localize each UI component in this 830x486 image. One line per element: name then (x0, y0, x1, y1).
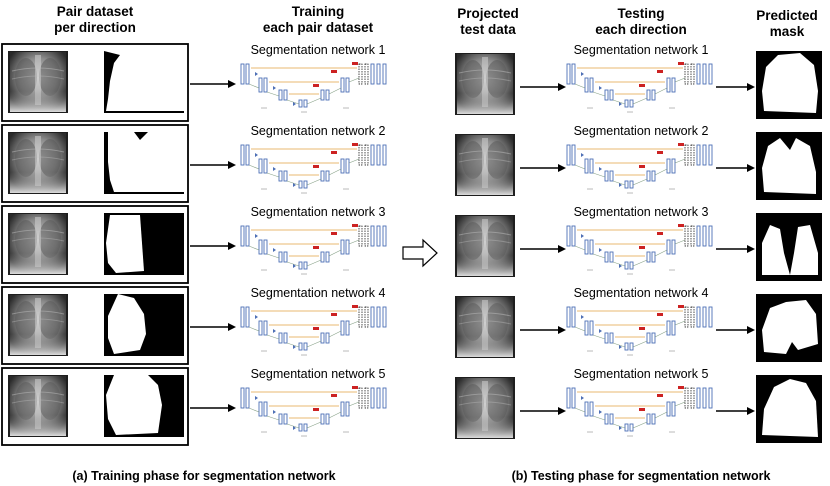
header-testing-line1: Testing (618, 6, 665, 21)
header-training-line2: each pair dataset (263, 20, 374, 35)
testing-network-label: Segmentation network 1 (574, 43, 709, 57)
training-mask-image (104, 375, 184, 437)
pipeline-row: Segmentation network 3 Segmentation netwo… (1, 205, 822, 284)
caption-training-phase: (a) Training phase for segmentation netw… (72, 469, 335, 483)
arrow-head-icon (747, 83, 755, 91)
unet-architecture-icon (566, 385, 713, 437)
unet-architecture-icon (240, 142, 387, 194)
pipeline-rows: Segmentation network 1 Segmentation netwo… (1, 43, 822, 446)
training-mask-image (104, 132, 184, 194)
unet-architecture-icon (566, 142, 713, 194)
arrow-head-icon (558, 245, 566, 253)
predicted-mask-image (756, 375, 822, 443)
arrow-head-icon (747, 164, 755, 172)
training-network-label: Segmentation network 1 (251, 43, 386, 57)
test-xray-image (454, 52, 516, 116)
caption-testing-phase: (b) Testing phase for segmentation netwo… (512, 469, 771, 483)
arrow-head-icon (747, 407, 755, 415)
pipeline-row: Segmentation network 4 Segmentation netwo… (1, 286, 822, 365)
arrow-head-icon (747, 326, 755, 334)
unet-architecture-icon (240, 385, 387, 437)
training-network-label: Segmentation network 5 (251, 367, 386, 381)
predicted-mask-image (756, 51, 822, 119)
training-xray-image (7, 212, 69, 276)
pipeline-row: Segmentation network 2 Segmentation netwo… (1, 124, 822, 203)
predicted-mask-image (756, 132, 822, 200)
arrow-head-icon (558, 407, 566, 415)
unet-architecture-icon (566, 304, 713, 356)
unet-architecture-icon (240, 223, 387, 275)
header-predicted-line1: Predicted (756, 8, 818, 23)
arrow-head-icon (558, 164, 566, 172)
header-projected-line2: test data (460, 22, 516, 37)
training-mask-image (104, 294, 184, 356)
training-xray-image (7, 374, 69, 438)
header-pair-dataset-line1: Pair dataset (57, 4, 134, 19)
header-projected-line1: Projected (457, 6, 519, 21)
testing-network-label: Segmentation network 4 (574, 286, 709, 300)
training-xray-image (7, 131, 69, 195)
training-mask-image (104, 51, 184, 113)
predicted-mask-image (756, 213, 822, 281)
testing-network-label: Segmentation network 2 (574, 124, 709, 138)
training-network-label: Segmentation network 4 (251, 286, 386, 300)
training-network-label: Segmentation network 3 (251, 205, 386, 219)
phase-transition-arrow-icon (402, 238, 438, 268)
header-predicted-line2: mask (770, 24, 805, 39)
arrow-head-icon (228, 404, 236, 412)
arrow-head-icon (228, 323, 236, 331)
unet-architecture-icon (240, 304, 387, 356)
predicted-mask-image (756, 294, 822, 362)
arrow-head-icon (747, 245, 755, 253)
test-xray-image (454, 295, 516, 359)
testing-network-label: Segmentation network 5 (574, 367, 709, 381)
unet-architecture-icon (566, 223, 713, 275)
testing-network-label: Segmentation network 3 (574, 205, 709, 219)
arrow-head-icon (228, 80, 236, 88)
unet-architecture-icon (240, 61, 387, 113)
unet-architecture-icon (566, 61, 713, 113)
arrow-head-icon (228, 242, 236, 250)
training-xray-image (7, 50, 69, 114)
pipeline-row: Segmentation network 5 Segmentation netwo… (1, 367, 822, 446)
header-testing-line2: each direction (595, 22, 687, 37)
arrow-head-icon (558, 326, 566, 334)
test-xray-image (454, 133, 516, 197)
arrow-head-icon (558, 83, 566, 91)
header-pair-dataset-line2: per direction (54, 20, 136, 35)
test-xray-image (454, 214, 516, 278)
arrow-head-icon (228, 161, 236, 169)
header-training-line1: Training (292, 4, 345, 19)
training-network-label: Segmentation network 2 (251, 124, 386, 138)
test-xray-image (454, 376, 516, 440)
pipeline-row: Segmentation network 1 Segmentation netwo… (1, 43, 822, 122)
training-xray-image (7, 293, 69, 357)
training-mask-image (104, 213, 184, 275)
